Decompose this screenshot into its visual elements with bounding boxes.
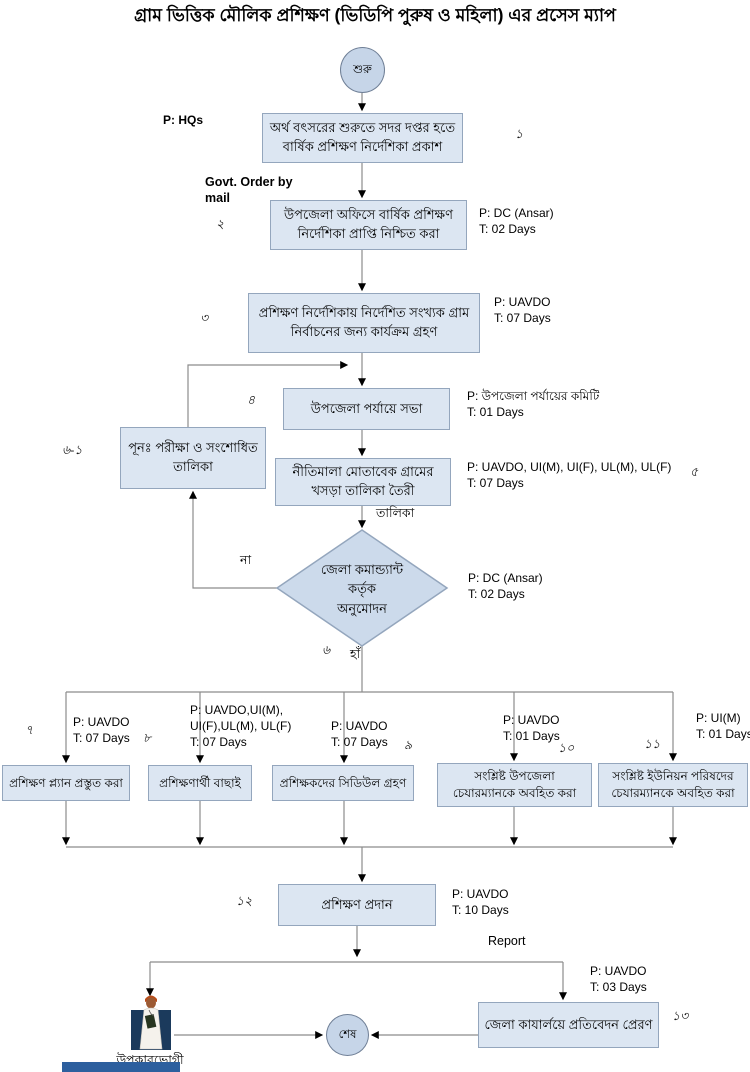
step-5-time: T: 07 Days — [467, 476, 524, 491]
step-3-performer-time: P: UAVDO T: 07 Days — [494, 294, 551, 326]
step-7-performer: P: UAVDO — [73, 715, 130, 729]
step-4-number: ৪ — [247, 393, 256, 407]
end-terminator: শেষ — [326, 1014, 369, 1056]
step-9-performer: P: UAVDO — [331, 719, 388, 733]
start-terminator: শুরু — [340, 47, 385, 93]
step-8-time: T: 07 Days — [190, 735, 247, 750]
step-10-number: ১০ — [558, 741, 575, 755]
step-13-performer-time: P: UAVDO T: 03 Days — [590, 963, 647, 995]
step-7-time: T: 07 Days — [73, 731, 130, 746]
step-2-performer-time: P: DC (Ansar) T: 02 Days — [479, 205, 554, 237]
step-11-performer: P: UI(M) — [696, 711, 741, 725]
decision-diamond-text: জেলা কমান্ড্যান্ট কর্তৃক অনুমোদন — [292, 548, 432, 630]
edge-label-report: Report — [488, 934, 526, 948]
step-4-performer: P: উপজেলা পর্যায়ের কমিটি — [467, 389, 600, 403]
step-12-time: T: 10 Days — [452, 903, 509, 918]
step-5-performer-time: P: UAVDO, UI(M), UI(F), UL(M), UL(F) T: … — [467, 459, 739, 491]
edge-label-govt-order: Govt. Order by mail — [205, 175, 293, 206]
revise-number: ৬-১ — [62, 443, 83, 457]
step-1-performer: P: HQs — [163, 113, 204, 127]
step-13-box: জেলা কাযার্লয়ে প্রতিবেদন প্রেরণ — [478, 1002, 659, 1048]
step-13-number: ১৩ — [672, 1009, 689, 1023]
decision-number: ৬ — [322, 643, 331, 657]
step-1-box: অর্থ বৎসরের শুরুতে সদর দপ্তর হতে বার্ষিক… — [262, 113, 463, 163]
decision-performer: P: DC (Ansar) — [468, 571, 543, 585]
step-7-number: ৭ — [25, 723, 34, 737]
step-4-performer-time: P: উপজেলা পর্যায়ের কমিটি T: 01 Days — [467, 388, 599, 420]
step-8-performer-time: P: UAVDO,UI(M), UI(F),UL(M), UL(F) T: 07… — [190, 702, 310, 751]
step-5-number: ৫ — [690, 465, 699, 479]
step-10-performer-time: P: UAVDO T: 01 Days — [503, 712, 560, 744]
step-4-box: উপজেলা পর্যায়ে সভা — [283, 388, 450, 430]
step-2-number: ২ — [216, 217, 225, 231]
step-11-number: ১১ — [644, 737, 661, 751]
step-12-box: প্রশিক্ষণ প্রদান — [278, 884, 436, 926]
step-12-number: ১২ — [236, 894, 253, 908]
beneficiary-person-icon — [126, 994, 174, 1052]
step-8-box: প্রশিক্ষণার্থী বাছাই — [148, 765, 252, 801]
step-1-number: ১ — [515, 127, 524, 141]
decision-line-2: কর্তৃক — [348, 581, 376, 597]
decision-line-1: জেলা কমান্ড্যান্ট — [320, 561, 404, 577]
step-7-performer-time: P: UAVDO T: 07 Days — [73, 714, 130, 746]
page-title: গ্রাম ভিত্তিক মৌলিক প্রশিক্ষণ (ভিডিপি পু… — [134, 5, 616, 25]
step-8-number: ৮ — [143, 731, 152, 745]
step-12-performer-time: P: UAVDO T: 10 Days — [452, 886, 509, 918]
step-3-box: প্রশিক্ষণ নির্দেশিকায় নির্দেশিত সংখ্যক … — [248, 293, 480, 353]
step-9-time: T: 07 Days — [331, 735, 388, 750]
step-3-time: T: 07 Days — [494, 311, 551, 326]
step-10-box: সংশ্লিষ্ট উপজেলা চেযারম্যানকে অবহিত করা — [437, 763, 592, 807]
step-3-number: ৩ — [200, 311, 209, 325]
step-2-performer: P: DC (Ansar) — [479, 206, 554, 220]
edge-label-no: না — [240, 553, 252, 567]
step-3-performer: P: UAVDO — [494, 295, 551, 309]
step-2-box: উপজেলা অফিসে বার্ষিক প্রশিক্ষণ নির্দেশিক… — [270, 200, 467, 250]
step-11-box: সংশ্লিষ্ট ইউনিয়ন পরিষদের চেযারম্যানকে অ… — [598, 763, 748, 807]
step-11-performer-time: P: UI(M) T: 01 Days — [696, 710, 750, 742]
decision-time: T: 02 Days — [468, 587, 525, 602]
step-5-performer: P: UAVDO, UI(M), UI(F), UL(M), UL(F) — [467, 460, 672, 474]
bottom-blue-bar — [62, 1062, 180, 1072]
step-8-performer: P: UAVDO,UI(M), UI(F),UL(M), UL(F) — [190, 703, 292, 734]
step-9-box: প্রশিক্ষকদের সিডিউল গ্রহণ — [272, 765, 414, 801]
step-2-time: T: 02 Days — [479, 222, 536, 237]
step-5-box: নীতিমালা মোতাবেক গ্রামের খসড়া তালিকা তৈ… — [275, 458, 451, 506]
revise-box: পূনঃ পরীক্ষা ও সংশোধিত তালিকা — [120, 427, 266, 489]
step-9-performer-time: P: UAVDO T: 07 Days — [331, 718, 388, 750]
step-10-time: T: 01 Days — [503, 729, 560, 744]
step-9-number: ৯ — [404, 738, 413, 752]
edge-label-talika: তালিকা — [376, 506, 415, 520]
step-4-time: T: 01 Days — [467, 405, 524, 420]
step-13-performer: P: UAVDO — [590, 964, 647, 978]
step-10-performer: P: UAVDO — [503, 713, 560, 727]
step-7-box: প্রশিক্ষণ প্ল্যান প্রস্তুত করা — [2, 765, 130, 801]
decision-line-3: অনুমোদন — [337, 600, 387, 616]
edge-label-yes: হাঁ — [350, 647, 361, 661]
step-11-time: T: 01 Days — [696, 727, 750, 742]
decision-performer-time: P: DC (Ansar) T: 02 Days — [468, 570, 543, 602]
step-13-time: T: 03 Days — [590, 980, 647, 995]
step-12-performer: P: UAVDO — [452, 887, 509, 901]
